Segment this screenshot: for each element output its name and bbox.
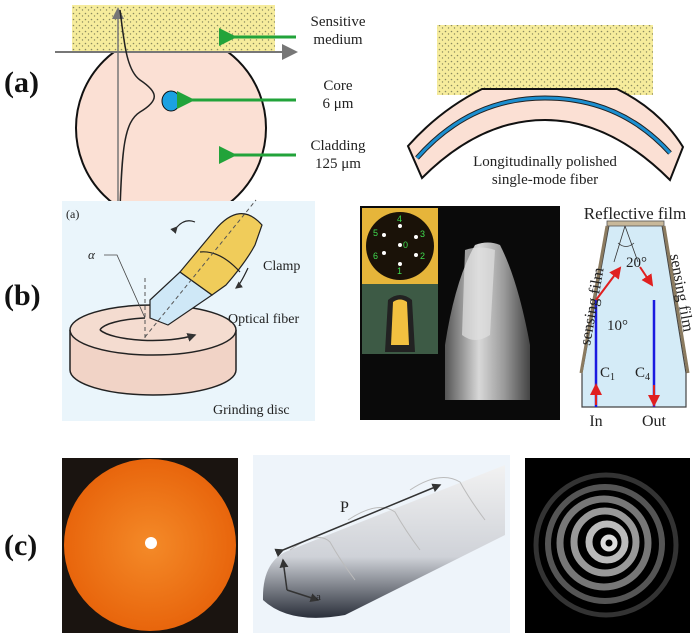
spiral-pattern-image — [525, 458, 690, 633]
spiral-rings — [533, 472, 679, 618]
label-cladding: Cladding — [311, 138, 366, 154]
fiber-cross-section: Sensitive medium Core 6 μm Cladding 125 … — [55, 5, 366, 236]
cladding — [75, 52, 267, 224]
core-number-3: 3 — [420, 229, 425, 239]
label-cladding-size: 125 μm — [315, 156, 361, 172]
ray-down-red — [639, 266, 654, 287]
core — [161, 90, 181, 112]
label-angle-20: 20° — [626, 255, 647, 271]
polished-facet — [462, 247, 495, 340]
sensitive-medium-layer — [72, 5, 275, 52]
optical-fiber — [149, 271, 214, 326]
endface-image — [62, 458, 238, 633]
sensing-film-right — [662, 225, 690, 374]
label-core-size: 6 μm — [323, 96, 354, 112]
core-number-6: 6 — [373, 251, 378, 261]
fiber-core — [415, 96, 672, 159]
vector-right — [286, 589, 320, 602]
label-polished-1: Longitudinally polished — [473, 154, 617, 170]
pitch-arrow — [274, 483, 442, 558]
vector-up — [279, 558, 289, 591]
label-pitch: P — [340, 499, 349, 516]
alpha-leader — [104, 254, 146, 319]
ray-up-red — [595, 266, 622, 301]
sensing-film-left — [579, 225, 609, 374]
fiber-axis — [144, 199, 257, 338]
clamp-ring — [199, 251, 241, 273]
core-number-1: 1 — [397, 266, 402, 276]
label-c4: C4 — [635, 365, 650, 383]
label-a: a — [316, 591, 321, 603]
polished-fiber: Longitudinally polished single-mode fibe… — [406, 25, 685, 188]
reflective-film — [606, 220, 665, 227]
alpha-label: α — [88, 247, 96, 262]
side-view-coating — [391, 299, 409, 345]
label-optical-fiber: Optical fiber — [228, 312, 299, 327]
label-polished-2: single-mode fiber — [492, 172, 598, 188]
panel-label-b: (b) — [4, 279, 41, 312]
label-angle-10: 10° — [607, 318, 628, 334]
rotation-arrow — [99, 329, 197, 342]
clamp-rotation-arrow-top — [170, 220, 196, 234]
label-core: Core — [323, 78, 353, 94]
bright-core — [145, 537, 157, 549]
core-number-0: 0 — [403, 240, 408, 250]
angle-arc — [617, 242, 635, 247]
rotation-arc — [99, 317, 146, 331]
label-medium: medium — [313, 32, 362, 48]
fiber-tip-micrograph: 0 1 2 3 4 5 6 — [360, 206, 560, 420]
label-c1: C1 — [600, 365, 615, 383]
sensitive-medium-layer — [437, 25, 653, 95]
label-clamp: Clamp — [263, 259, 300, 274]
clamp-rotation-arrow-bottom — [235, 267, 249, 289]
clamp — [179, 213, 263, 296]
panel-label-c: (c) — [4, 529, 37, 562]
helix-diagram: P a — [253, 455, 510, 633]
panel-label-a: (a) — [4, 66, 39, 99]
core-number-2: 2 — [420, 251, 425, 261]
sensor-schematic: Reflective film 20° 10° sensing film sen… — [577, 204, 696, 430]
label-in: In — [589, 413, 602, 430]
mode-field-profile — [119, 9, 155, 211]
core-number-4: 4 — [397, 214, 402, 224]
label-reflective-film: Reflective film — [584, 204, 686, 223]
core-markers — [382, 224, 418, 266]
label-out: Out — [642, 413, 667, 430]
label-grinding-disc: Grinding disc — [213, 403, 290, 418]
sublabel: (a) — [66, 207, 79, 221]
grinding-setup: (a) α Clamp Optical fiber Grinding disc — [62, 199, 315, 421]
label-sensitive: Sensitive — [311, 14, 366, 30]
core-number-5: 5 — [373, 228, 378, 238]
